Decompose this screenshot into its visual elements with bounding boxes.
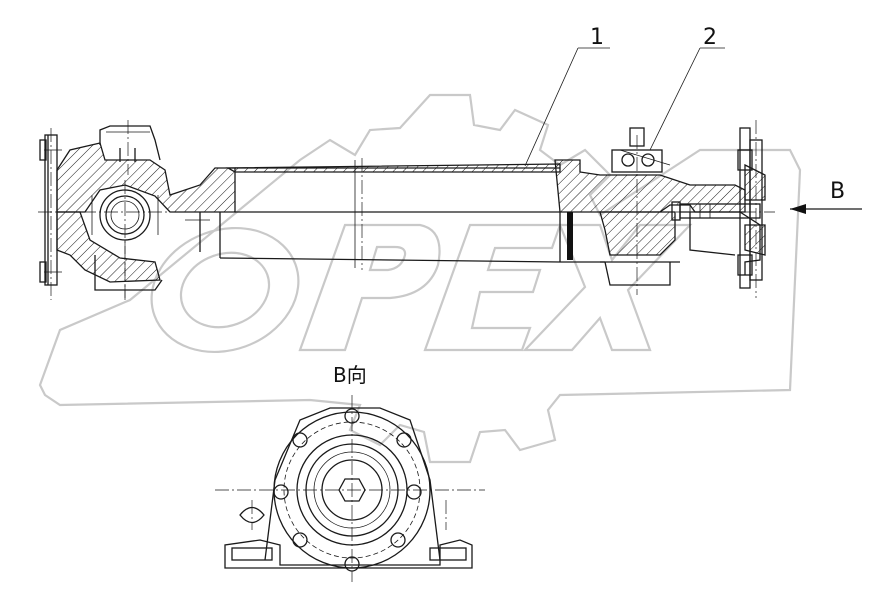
watermark-letter-o — [150, 226, 300, 354]
left-yoke-upper-section — [56, 142, 236, 213]
shaft-assembly-section: 1 2 B — [38, 25, 862, 300]
bolt-hole — [344, 408, 360, 424]
view-b-arrow: B — [790, 179, 862, 214]
callout-2-label: 2 — [703, 25, 717, 50]
left-yoke-lower-section — [56, 211, 161, 283]
watermark-letter-e — [423, 223, 562, 352]
watermark-letter-p — [298, 223, 441, 352]
watermark-gear-outline — [38, 93, 802, 464]
flange-bolt — [671, 201, 761, 221]
callout-1: 1 — [524, 25, 610, 167]
callout-2: 2 — [649, 25, 725, 151]
seal-ring — [567, 212, 573, 260]
view-b-title: B向 — [333, 363, 367, 387]
hex-nut — [338, 478, 366, 502]
bolt-hole — [344, 556, 360, 572]
bolt-hole — [292, 532, 308, 548]
bolt-hole — [292, 432, 308, 448]
bolt-hole — [396, 432, 412, 448]
callout-1-label: 1 — [590, 25, 604, 50]
view-b-end-view — [215, 395, 485, 582]
right-flange — [680, 120, 766, 298]
bearing-seat — [599, 127, 680, 295]
view-b-arrow-label: B — [830, 179, 845, 204]
watermark-logo — [38, 93, 802, 464]
bolt-hole — [406, 484, 422, 500]
bolt-hole — [273, 484, 289, 500]
tube-part-1 — [185, 158, 561, 270]
bolt-hole — [390, 532, 406, 548]
